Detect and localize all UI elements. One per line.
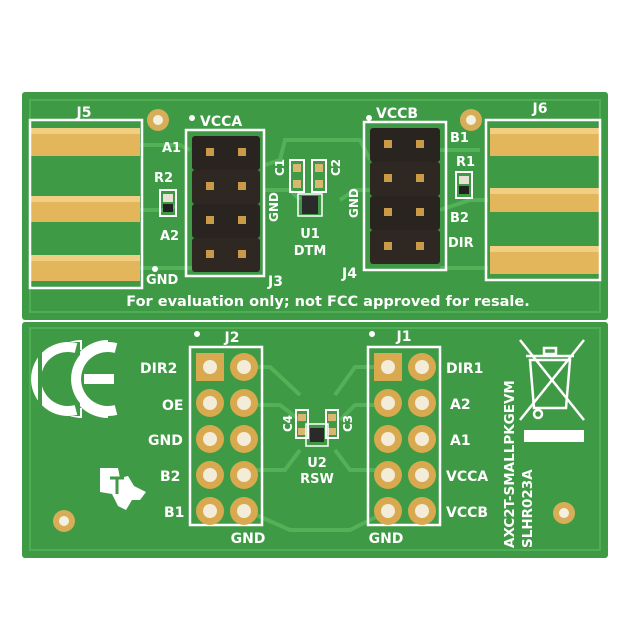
label-b1: B1 [450, 131, 469, 146]
label-dtm: DTM [294, 244, 327, 259]
label-vccb: VCCB [446, 505, 488, 521]
label-gnd-j4: GND [347, 188, 361, 218]
label-c2: C2 [329, 159, 343, 176]
capacitor-c2 [311, 159, 327, 193]
j1-pin-header [366, 345, 442, 527]
part-number: AXC2T-SMALLPKGEVM [502, 380, 518, 548]
weee-bar [524, 430, 584, 442]
resistor-r2 [159, 189, 177, 217]
ti-logo-icon [100, 468, 146, 510]
label-u1: U1 [300, 227, 320, 242]
chip-u1 [297, 193, 323, 217]
j5-edge-connector [28, 118, 144, 290]
label-c4: C4 [281, 415, 295, 432]
label-a2: A2 [160, 229, 179, 244]
label-j5: J5 [76, 105, 92, 121]
bottom-board: J2 J1 DIR2 OE GND B2 B1 DIR1 A2 A1 VCCA … [22, 322, 608, 558]
label-dir2: DIR2 [140, 361, 177, 377]
label-j4: J4 [341, 266, 357, 282]
chip-u2 [305, 423, 329, 447]
label-j2: J2 [224, 330, 240, 346]
label-vcca: VCCA [446, 469, 488, 485]
label-c3: C3 [341, 415, 355, 432]
label-b2: B2 [160, 469, 180, 485]
label-rsw: RSW [300, 472, 334, 487]
mounting-hole [553, 502, 575, 524]
doc-number: SLHR023A [520, 469, 536, 548]
mounting-hole [147, 109, 169, 131]
fcc-notice: For evaluation only; not FCC approved fo… [126, 294, 529, 310]
capacitor-c1 [289, 159, 305, 193]
label-b2: B2 [450, 211, 469, 226]
label-a1: A1 [162, 141, 181, 156]
label-vcca: VCCA [200, 114, 242, 130]
j3-pin-header [184, 128, 266, 278]
j2-pin-header [188, 345, 264, 527]
label-gnd-j3: GND [267, 192, 281, 222]
label-j6: J6 [532, 101, 548, 117]
label-gnd-left: GND [146, 273, 179, 288]
label-dir: DIR [448, 236, 474, 251]
mounting-hole [53, 510, 75, 532]
label-j3: J3 [267, 274, 283, 290]
label-a2: A2 [450, 397, 471, 413]
label-r1: R1 [456, 155, 475, 170]
label-j1: J1 [396, 329, 412, 345]
label-b1: B1 [164, 505, 184, 521]
label-vccb: VCCB [376, 106, 418, 122]
label-r2: R2 [154, 171, 173, 186]
label-u2: U2 [307, 456, 327, 471]
label-gnd-j1-bottom: GND [369, 531, 404, 547]
j6-edge-connector [484, 118, 602, 282]
label-dir1: DIR1 [446, 361, 483, 377]
resistor-r1 [455, 171, 473, 199]
label-oe: OE [162, 398, 183, 414]
label-c1: C1 [273, 159, 287, 176]
mounting-hole [460, 109, 482, 131]
weee-bin-icon [519, 339, 585, 421]
top-board: J5 J6 VCCA VCCB A1 R2 A2 GND GND J3 C1 C… [22, 92, 608, 320]
label-a1: A1 [450, 433, 471, 449]
j4-pin-header [362, 120, 448, 272]
label-gnd: GND [148, 433, 183, 449]
label-gnd-j2-bottom: GND [231, 531, 266, 547]
